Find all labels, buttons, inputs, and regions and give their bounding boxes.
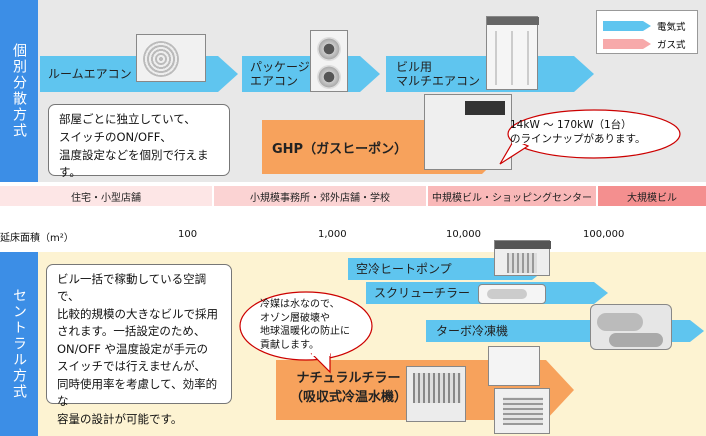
central-note-line: ビル一括で稼動している空調で、 (57, 272, 207, 304)
turbo-refrigerator-unit-image (590, 304, 672, 350)
ghp-unit-image (424, 94, 512, 170)
natural-chiller-bubble-shape (239, 291, 373, 374)
category-large-building: 大規模ビル (598, 186, 706, 206)
bubble-line: のラインナップがあります。 (510, 133, 646, 146)
individual-note-line: スイッチのON/OFF、 (59, 129, 172, 144)
individual-note: 部屋ごとに独立していて、 スイッチのON/OFF、 温度設定などを個別で行えます… (48, 104, 230, 179)
category-mid-building: 中規模ビル・ショッピングセンター (428, 186, 596, 206)
central-note-line: スイッチでは行えませんが、 (57, 359, 206, 374)
category-small-office: 小規模事務所・郊外店舗・学校 (214, 186, 426, 206)
bubble-line: 冷媒は水なので、 (260, 299, 340, 310)
absorption-chiller-unit-image (494, 388, 550, 434)
category-residential: 住宅・小型店舗 (0, 186, 212, 206)
fan-bottom-icon (317, 65, 341, 89)
ghp-capacity-bubble-shape (499, 109, 681, 165)
natural-chiller-line: ナチュラルチラー (296, 371, 401, 386)
package-aircon-unit-image (310, 30, 348, 92)
absorption-chiller-box-image (488, 346, 540, 386)
individual-side-label: 個別分散方式 (0, 0, 38, 182)
central-note-line: 同時使用率を考慮して、効率的な (57, 376, 218, 409)
central-note-line: ON/OFF や温度設定が手元の (57, 341, 208, 356)
room-aircon-label: ルームエアコン (48, 66, 132, 81)
fan-top-icon (317, 37, 341, 61)
legend-electric-label: 電気式 (657, 22, 686, 33)
legend: 電気式 ガス式 (596, 10, 698, 54)
natural-chiller-label: ナチュラルチラー （吸収式冷温水機） (290, 370, 407, 408)
room-aircon-unit-image (136, 34, 206, 82)
turbo-refrigerator-label: ターボ冷凍機 (436, 323, 509, 338)
building-multi-label: ビル用 マルチエアコン (396, 59, 481, 88)
bubble-line: 貢献します。 (260, 339, 319, 351)
air-heatpump-unit-image (494, 240, 551, 276)
individual-note-line: 部屋ごとに独立していて、 (59, 112, 196, 126)
axis-tick: 1,000 (318, 229, 347, 240)
screw-chiller-label: スクリューチラー (374, 285, 471, 300)
central-side-label: セントラル方式 (0, 252, 38, 436)
legend-electric: 電気式 (603, 19, 686, 33)
axis-tick: 100,000 (583, 229, 625, 240)
axis-tick: 100 (178, 229, 198, 240)
legend-electric-swatch (603, 21, 651, 31)
natural-chiller-line: （吸収式冷温水機） (290, 389, 408, 405)
air-heatpump-label: 空冷ヒートポンプ (356, 261, 452, 276)
ghp-capacity-bubble: 14kW ～ 170kW（1台） のラインナップがあります。 (510, 118, 680, 146)
building-multi-unit-image (486, 16, 539, 90)
axis-label: 延床面積（m²） (0, 233, 74, 244)
central-note-line: されます。一括設定のため、 (57, 324, 206, 339)
central-note: ビル一括で稼動している空調で、 比較的規模の大きなビルで採用 されます。一括設定… (46, 264, 232, 426)
axis-tick: 10,000 (446, 229, 481, 240)
legend-gas: ガス式 (603, 37, 686, 51)
natural-chiller-bubble: 冷媒は水なので、 オゾン層破壊や 地球温暖化の防止に 貢献します。 (260, 298, 380, 352)
central-note-line: 容量の設計が可能です。 (57, 411, 183, 426)
bubble-line: 地球温暖化の防止に (260, 326, 350, 337)
individual-note-line: 温度設定などを個別で行えます。 (59, 147, 209, 180)
bubble-line: 14kW ～ 170kW（1台） (510, 119, 632, 131)
bubble-line: オゾン層破壊や (260, 312, 330, 324)
absorption-chiller-small-image (406, 366, 466, 422)
legend-gas-label: ガス式 (657, 40, 686, 51)
package-aircon-label: パッケージ エアコン (250, 59, 310, 88)
ghp-label: GHP（ガスヒーポン） (272, 142, 408, 157)
legend-gas-swatch (603, 39, 651, 49)
fan-grille-icon (143, 41, 179, 77)
central-note-line: 比較的規模の大きなビルで採用 (57, 306, 218, 321)
screw-chiller-unit-image (478, 284, 546, 304)
